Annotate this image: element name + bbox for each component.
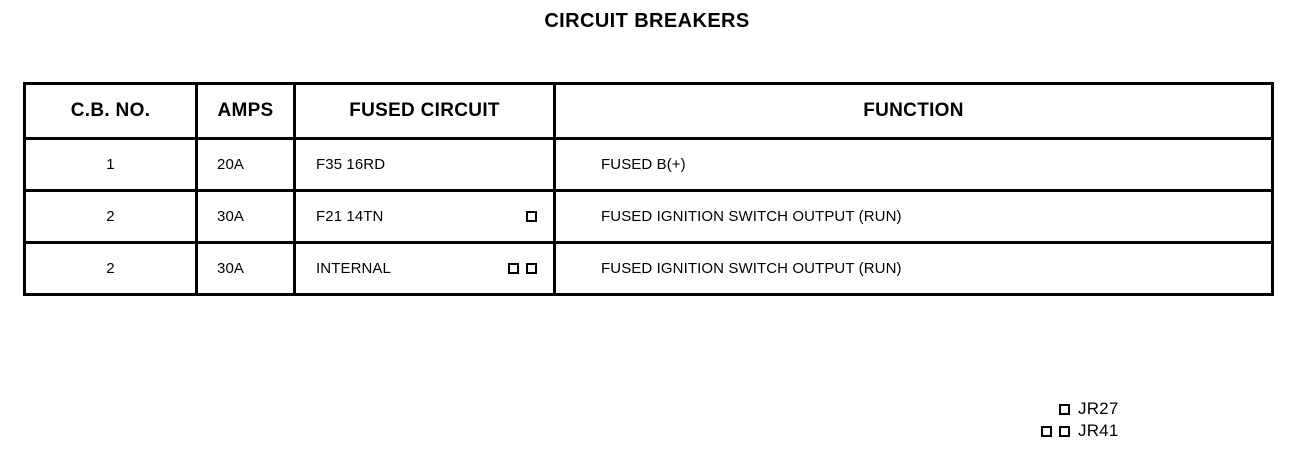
square-marker-icon	[1041, 425, 1052, 437]
page-title: CIRCUIT BREAKERS	[544, 10, 750, 32]
table-row: 1 20A F35 16RD FUSED B(+)	[23, 137, 1274, 192]
column-header-amps: AMPS	[195, 82, 296, 140]
cell-cb-no: 1	[23, 137, 198, 192]
cell-fused-circuit: INTERNAL	[293, 241, 556, 296]
cell-function: FUSED B(+)	[553, 137, 1274, 192]
junction-legend: JR27 JR41	[940, 398, 1140, 442]
fused-circuit-label: INTERNAL	[316, 260, 391, 277]
square-marker-icon	[1059, 425, 1070, 437]
cell-fused-circuit: F35 16RD	[293, 137, 556, 192]
circuit-breakers-table: C.B. NO. AMPS FUSED CIRCUIT FUNCTION 1 2…	[23, 82, 1274, 296]
square-marker-icon	[526, 211, 537, 222]
fused-circuit-label: F21 14TN	[316, 208, 384, 225]
junction-marker-group	[498, 263, 537, 274]
table-row: 2 30A INTERNAL FUSED IGNITION SWITCH OUT…	[23, 241, 1274, 296]
cell-cb-no: 2	[23, 189, 198, 244]
column-header-function: FUNCTION	[553, 82, 1274, 140]
table-header: C.B. NO. AMPS FUSED CIRCUIT FUNCTION	[23, 82, 1274, 140]
legend-item: JR27	[940, 398, 1140, 420]
cell-fused-circuit: F21 14TN	[293, 189, 556, 244]
square-marker-icon	[1059, 403, 1070, 415]
table-row: 2 30A F21 14TN FUSED IGNITION SWITCH OUT…	[23, 189, 1274, 244]
column-header-cb-no: C.B. NO.	[23, 82, 198, 140]
legend-marker-group	[1032, 425, 1078, 437]
cell-function: FUSED IGNITION SWITCH OUTPUT (RUN)	[553, 241, 1274, 296]
square-marker-icon	[526, 263, 537, 274]
column-header-fused-circuit: FUSED CIRCUIT	[293, 82, 556, 140]
junction-marker-group	[516, 211, 537, 222]
legend-marker-group	[1032, 403, 1078, 415]
table-header-row: C.B. NO. AMPS FUSED CIRCUIT FUNCTION	[23, 82, 1274, 140]
cell-amps: 20A	[195, 137, 296, 192]
cell-amps: 30A	[195, 241, 296, 296]
legend-label: JR27	[1078, 399, 1119, 418]
legend-label: JR41	[1078, 421, 1119, 440]
legend-item: JR41	[940, 420, 1140, 442]
fused-circuit-label: F35 16RD	[316, 156, 386, 173]
cell-cb-no: 2	[23, 241, 198, 296]
cell-function: FUSED IGNITION SWITCH OUTPUT (RUN)	[553, 189, 1274, 244]
square-marker-icon	[508, 263, 519, 274]
table-body: 1 20A F35 16RD FUSED B(+) 2 30A F21 14TN…	[23, 137, 1274, 296]
cell-amps: 30A	[195, 189, 296, 244]
